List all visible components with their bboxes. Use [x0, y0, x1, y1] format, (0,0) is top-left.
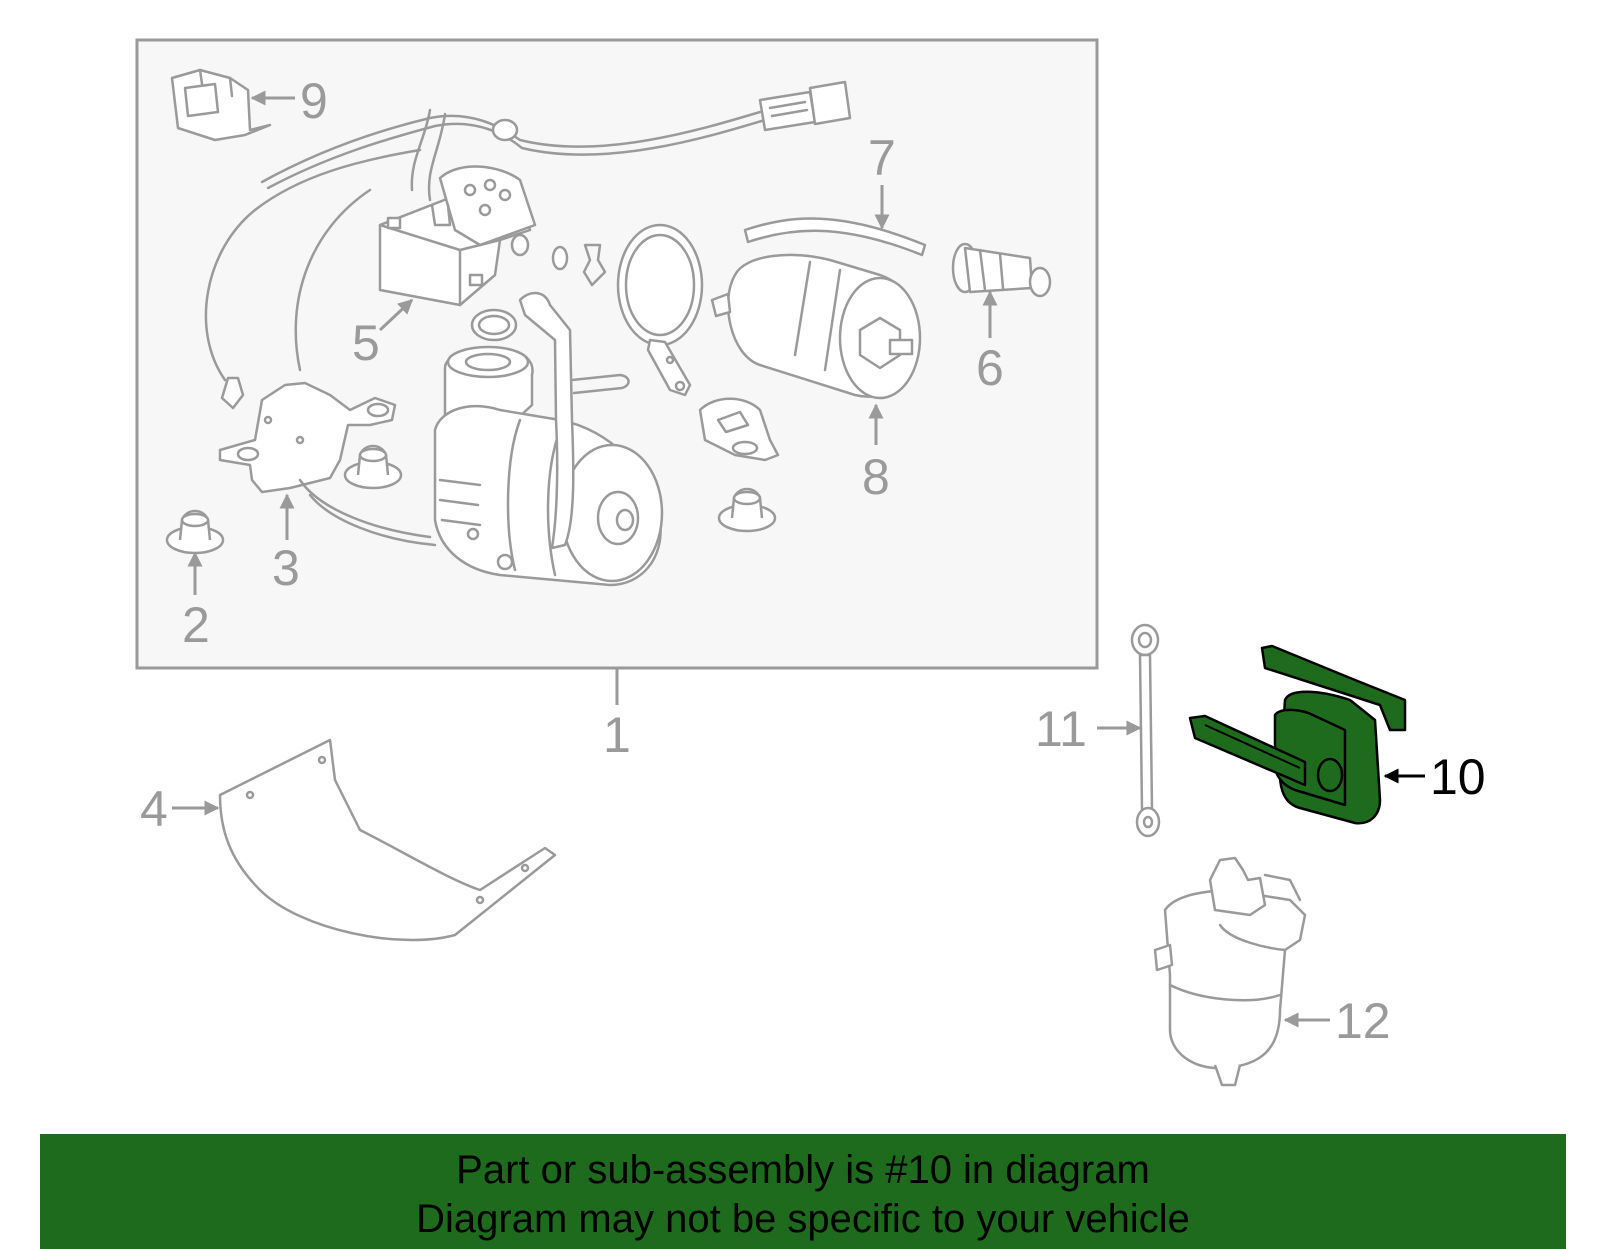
grommet [343, 444, 403, 490]
part-11-link-rod [1130, 623, 1161, 838]
callout-9: 9 [300, 73, 328, 129]
compressor-motor [298, 291, 664, 587]
callout-12: 12 [1335, 993, 1391, 1049]
callout-3: 3 [272, 540, 300, 596]
info-banner: Part or sub-assembly is #10 in diagram D… [40, 1134, 1566, 1249]
grommet [717, 487, 777, 533]
banner-line-2: Diagram may not be specific to your vehi… [416, 1197, 1190, 1241]
callout-10: 10 [1430, 749, 1486, 805]
part-10-height-sensor [1188, 644, 1407, 825]
callout-4: 4 [140, 781, 168, 837]
part-4-shield [218, 738, 557, 942]
seal-ring [616, 223, 704, 397]
banner-line-1: Part or sub-assembly is #10 in diagram [456, 1148, 1150, 1192]
leader-5 [378, 298, 414, 332]
callout-11: 11 [1035, 701, 1087, 757]
part-2-grommet [165, 509, 225, 555]
callout-8: 8 [862, 449, 890, 505]
part-8-dryer [710, 253, 922, 400]
wire-harness [204, 80, 852, 410]
part-9-connector [170, 68, 272, 142]
callout-6: 6 [976, 340, 1004, 396]
callout-2: 2 [182, 597, 210, 653]
part-7-hose [743, 217, 927, 257]
part-5-module [378, 165, 537, 307]
part-3-bracket [218, 381, 397, 494]
part-12-reservoir [1153, 856, 1307, 1087]
callout-5: 5 [352, 315, 380, 371]
mount-bracket [698, 397, 780, 462]
callout-7: 7 [868, 130, 896, 186]
part-6-valve [951, 242, 1052, 298]
callout-1: 1 [603, 707, 631, 763]
small-seals [470, 243, 607, 342]
